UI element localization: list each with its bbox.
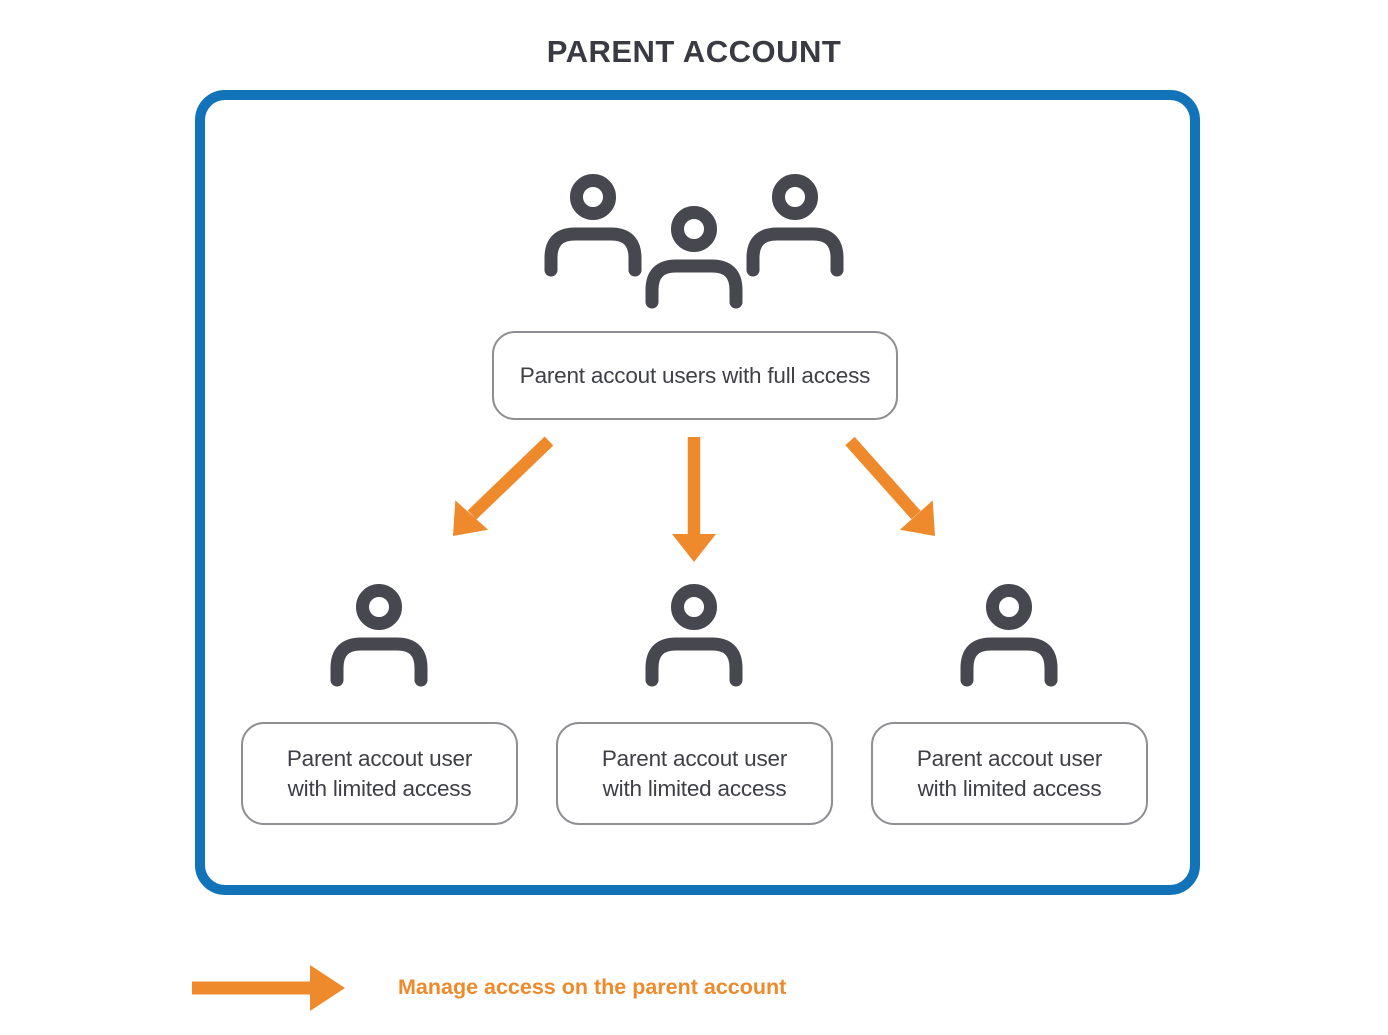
parent-account-container [195, 90, 1200, 895]
full-access-node: Parent accout users with full access [492, 331, 898, 420]
limited-access-node-label: Parent accout user with limited access [286, 745, 473, 801]
legend-label: Manage access on the parent account [398, 975, 787, 999]
limited-access-node-middle: Parent accout user with limited access [556, 722, 833, 825]
limited-access-node-label: Parent accout user with limited access [601, 745, 788, 801]
legend-arrow-right-icon [192, 965, 345, 1011]
page-title: PARENT ACCOUNT [546, 34, 842, 69]
limited-access-node-right: Parent accout user with limited access [871, 722, 1148, 825]
full-access-node-label: Parent accout users with full access [519, 362, 871, 388]
limited-access-node-label: Parent accout user with limited access [916, 745, 1103, 801]
limited-access-node-left: Parent accout user with limited access [241, 722, 518, 825]
